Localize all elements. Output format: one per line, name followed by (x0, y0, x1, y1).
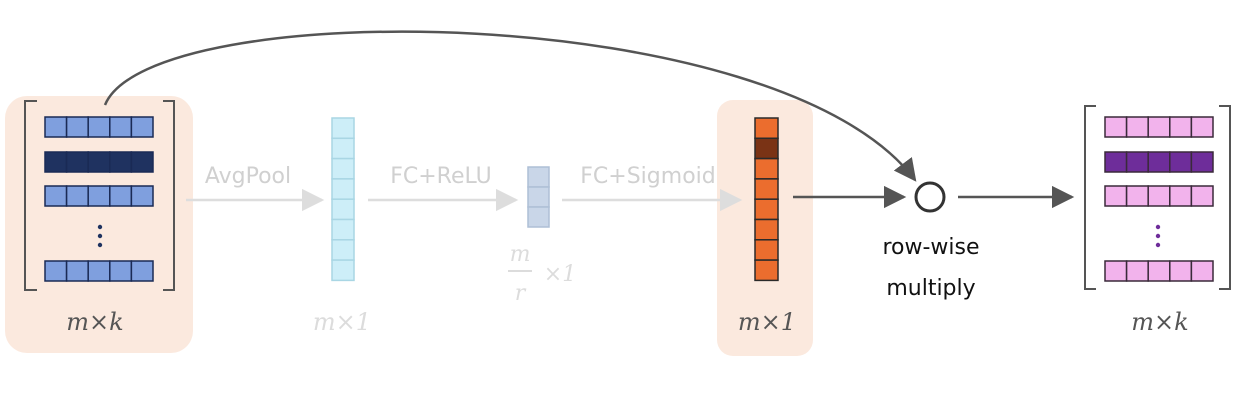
output-matrix-cell (1147, 260, 1171, 282)
input-matrix-cell (44, 151, 68, 173)
pooled-vector-cell (331, 137, 355, 160)
pooled-dim-label: m×1 (313, 308, 371, 336)
output-matrix-cell (1169, 151, 1193, 173)
fc-sigmoid-label: FC+Sigmoid (580, 164, 715, 189)
input-matrix-cell (130, 185, 154, 207)
input-matrix-cell (87, 260, 111, 282)
vertical-ellipsis-icon (97, 224, 103, 248)
reduced-vector-cell (527, 186, 550, 208)
output-matrix-cell (1104, 151, 1128, 173)
output-matrix-cell (1104, 185, 1128, 207)
output-matrix-cell (1125, 151, 1149, 173)
input-dim-label: m×k (66, 308, 123, 336)
pooled-vector (331, 117, 355, 282)
output-matrix-cell (1147, 116, 1171, 138)
reduced-dim-times: ×1 (544, 262, 576, 287)
input-matrix-cell (65, 260, 89, 282)
output-matrix-cell (1104, 260, 1128, 282)
pooled-vector-cell (331, 239, 355, 261)
pooled-vector-cell (331, 259, 355, 282)
reduced-dim-denominator: r (515, 281, 527, 306)
input-bracket-left (24, 100, 37, 291)
input-matrix-cell (87, 116, 111, 138)
pooled-vector-cell (331, 198, 355, 221)
pooled-vector-cell (331, 218, 355, 241)
weight-vector-cell (754, 157, 779, 180)
weight-vector (754, 117, 779, 282)
reduced-vector-cell (527, 166, 550, 188)
input-matrix-cell (109, 116, 133, 138)
output-matrix-cell (1125, 260, 1149, 282)
input-matrix-cell (87, 185, 111, 207)
reduced-vector-cell (527, 206, 550, 228)
output-matrix (1104, 116, 1214, 282)
weight-vector-cell (754, 117, 779, 140)
skip-connection-arrow (103, 30, 917, 182)
input-matrix-cell (44, 185, 68, 207)
reduced-dim-numerator: m (510, 242, 531, 267)
output-matrix-cell (1104, 116, 1128, 138)
input-matrix-cell (65, 185, 89, 207)
input-matrix-cell (65, 116, 89, 138)
weight-vector-cell (754, 239, 779, 261)
input-bracket-right (163, 100, 175, 291)
input-matrix (44, 116, 154, 282)
pooled-vector-cell (331, 178, 355, 200)
output-matrix-cell (1190, 260, 1214, 282)
output-bracket-left (1084, 105, 1096, 290)
output-matrix-cell (1147, 151, 1171, 173)
weight-vector-cell (754, 178, 779, 200)
output-matrix-cell (1147, 185, 1171, 207)
input-matrix-cell (109, 185, 133, 207)
output-dim-label: m×k (1131, 308, 1188, 336)
weight-vector-cell (754, 137, 779, 160)
weight-dim-label: m×1 (738, 308, 796, 336)
input-matrix-cell (44, 116, 68, 138)
output-matrix-cell (1125, 116, 1149, 138)
input-matrix-cell (109, 151, 133, 173)
input-matrix-cell (109, 260, 133, 282)
input-matrix-cell (44, 260, 68, 282)
weight-vector-cell (754, 259, 779, 282)
input-matrix-cell (87, 151, 111, 173)
pooled-vector-cell (331, 117, 355, 140)
output-matrix-cell (1190, 185, 1214, 207)
weight-vector-cell (754, 218, 779, 241)
row-wise-label: row-wise (882, 235, 979, 260)
output-matrix-cell (1169, 116, 1193, 138)
vertical-ellipsis-icon (1155, 224, 1161, 248)
weight-vector-cell (754, 198, 779, 221)
input-matrix-cell (130, 260, 154, 282)
output-matrix-cell (1190, 151, 1214, 173)
output-matrix-cell (1190, 116, 1214, 138)
output-matrix-cell (1169, 185, 1193, 207)
multiply-label: multiply (886, 276, 975, 301)
output-bracket-right (1219, 105, 1231, 290)
pooled-vector-cell (331, 157, 355, 180)
output-matrix-cell (1169, 260, 1193, 282)
avgpool-label: AvgPool (205, 164, 291, 189)
reduced-vector (527, 166, 550, 228)
input-matrix-cell (65, 151, 89, 173)
input-matrix-cell (130, 151, 154, 173)
circle-operator-icon (914, 181, 946, 213)
fc-relu-label: FC+ReLU (390, 164, 492, 189)
input-matrix-cell (130, 116, 154, 138)
output-matrix-cell (1125, 185, 1149, 207)
